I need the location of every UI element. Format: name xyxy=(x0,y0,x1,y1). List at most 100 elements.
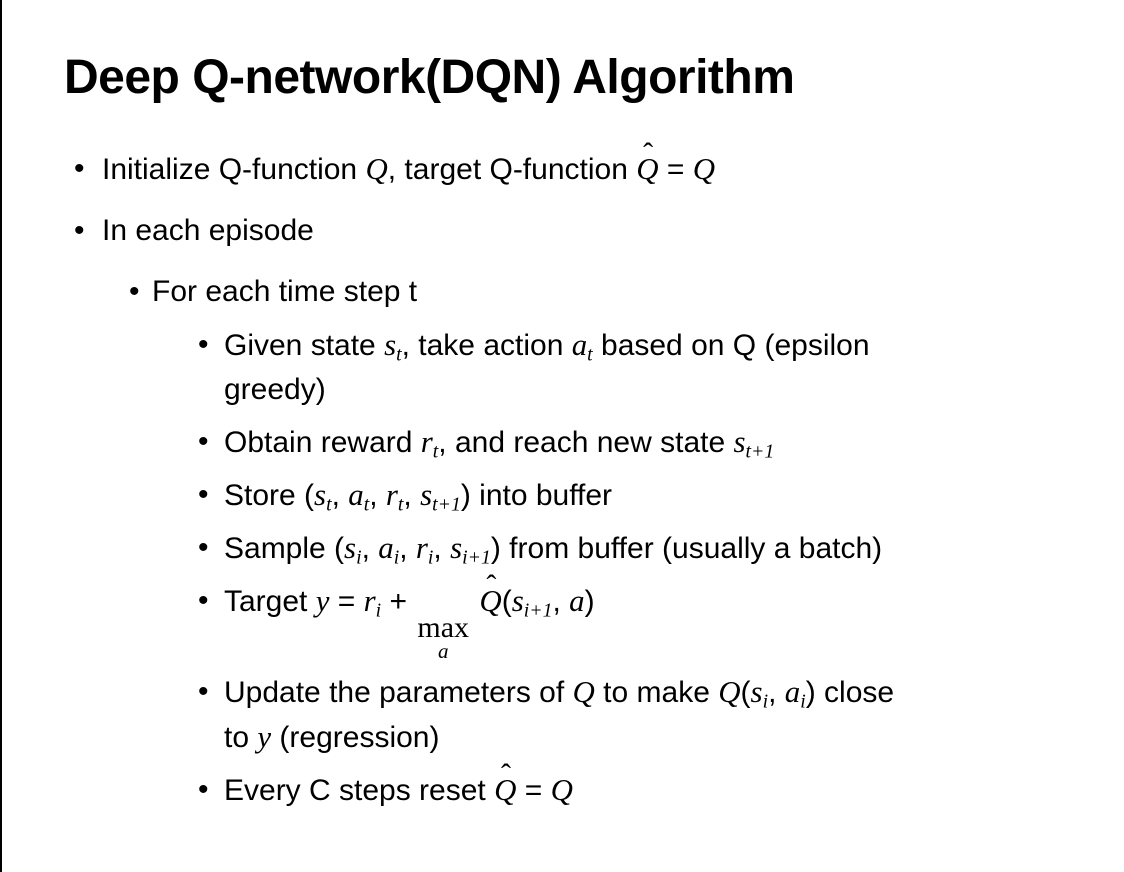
math-var: a xyxy=(571,327,588,363)
math-under-arg: a xyxy=(437,639,449,664)
text-run: = xyxy=(516,774,551,808)
math-var: r xyxy=(420,424,433,460)
text-run: ) close xyxy=(805,676,895,710)
text-run: (regression) xyxy=(271,721,440,755)
bullet-marker: • xyxy=(74,214,85,248)
math-var: Q xyxy=(718,674,741,710)
math-subscript: t+1 xyxy=(432,493,461,516)
text-run: , xyxy=(399,532,416,566)
bullet-text: In each episode xyxy=(102,209,1124,253)
text-run: based on Q (epsilon xyxy=(592,329,870,363)
bullet-list: •Initialize Q-function Q, target Q-funct… xyxy=(2,137,1124,813)
text-run: = xyxy=(658,153,693,187)
text-run: to xyxy=(224,721,258,755)
bullet-marker: • xyxy=(198,675,209,709)
bullet-marker: • xyxy=(198,584,209,618)
bullet-marker: • xyxy=(198,425,209,459)
math-subscript: i xyxy=(393,546,400,569)
bullet-item: •Obtain reward rt, and reach new state s… xyxy=(2,420,1124,465)
math-subscript: i xyxy=(427,546,434,569)
bullet-text: Update the parameters of Q to make Q(si,… xyxy=(224,670,1124,760)
math-subscript: i xyxy=(356,546,362,569)
math-var: y xyxy=(315,583,330,619)
text-run: , xyxy=(331,479,349,513)
text-run: Store ( xyxy=(224,479,315,513)
math-subscript: i xyxy=(800,690,806,713)
math-subscript: t xyxy=(397,493,404,516)
math-var: r xyxy=(385,477,398,513)
text-run: , xyxy=(369,479,386,513)
bullet-text: For each time step t xyxy=(152,270,1124,314)
math-var: a xyxy=(569,583,585,619)
bullet-text: Sample (si, ai, ri, si+1) from buffer (u… xyxy=(224,526,1124,571)
text-run: , and reach new state xyxy=(438,426,734,460)
text-run: ) from buffer (usually a batch) xyxy=(490,532,883,566)
text-run: , xyxy=(403,479,421,513)
math-var: Q xyxy=(692,151,716,187)
hat-accent: ˆ xyxy=(643,137,654,171)
math-var: Q xyxy=(550,772,573,808)
math-var: s xyxy=(750,674,763,710)
math-var: s xyxy=(344,530,357,566)
math-var: a xyxy=(784,674,801,710)
bullet-item: • Sample (si, ai, ri, si+1) from buffer (… xyxy=(2,526,1124,571)
bullet-marker: • xyxy=(198,531,209,565)
math-var: Q xyxy=(494,772,517,808)
math-var: r xyxy=(363,583,376,619)
text-run: , xyxy=(552,585,570,619)
text-run: Given state xyxy=(224,329,385,363)
math-var: a xyxy=(378,530,394,566)
math-var: Q xyxy=(479,583,502,619)
hat-accent: ˆ xyxy=(501,758,512,792)
bullet-text: Initialize Q-function Q, target Q-functi… xyxy=(102,137,1124,192)
text-run: ) xyxy=(584,585,595,619)
bullet-item: •Store (st, at, rt, st+1) into buffer xyxy=(2,473,1124,518)
bullet-marker: • xyxy=(129,275,140,309)
math-var: s xyxy=(450,530,463,566)
bullet-item: • For each time step t xyxy=(2,270,1124,314)
text-run: Sample ( xyxy=(224,532,345,566)
math-subscript: i+1 xyxy=(462,546,491,569)
text-run: , take action xyxy=(401,329,572,363)
math-operator: max xyxy=(417,610,470,644)
math-var: a xyxy=(348,477,364,513)
math-subscript: i xyxy=(762,690,769,713)
text-run: , xyxy=(433,532,451,566)
text-run: + xyxy=(381,585,416,619)
bullet-text: Store (st, at, rt, st+1) into buffer xyxy=(224,473,1124,518)
text-run: Initialize Q-function xyxy=(102,153,366,187)
text-run: to make xyxy=(594,676,719,710)
math-var: Q xyxy=(572,674,595,710)
text-run: In each episode xyxy=(102,214,314,248)
math-subscript: t+1 xyxy=(745,440,775,463)
math-var: s xyxy=(384,327,397,363)
math-subscript: t xyxy=(363,493,370,516)
math-var: Q xyxy=(636,151,659,187)
text-run: , target Q-function xyxy=(387,153,637,187)
bullet-marker: • xyxy=(198,773,209,807)
text-run: ) into buffer xyxy=(460,479,613,513)
text-run: Update the parameters of xyxy=(224,676,573,710)
math-var: s xyxy=(511,583,524,619)
math-var: s xyxy=(420,477,433,513)
math-subscript: i xyxy=(375,599,382,622)
text-run: greedy) xyxy=(224,373,326,407)
math-subscript: t xyxy=(396,343,402,366)
math-subscript: t xyxy=(326,493,332,516)
bullet-marker: • xyxy=(74,152,85,186)
bullet-marker: • xyxy=(198,478,209,512)
text-run xyxy=(471,585,479,618)
text-run: ( xyxy=(501,585,512,619)
text-run: Obtain reward xyxy=(224,426,421,460)
math-var: s xyxy=(733,424,746,460)
bullet-item: •Given state st, take action at based on… xyxy=(2,323,1124,412)
